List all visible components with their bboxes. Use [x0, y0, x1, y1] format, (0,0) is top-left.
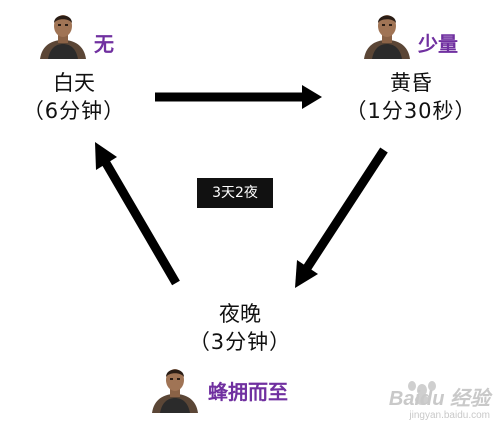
night-duration: （3分钟）: [188, 330, 292, 354]
dusk-node: 黄昏 （1分30秒）: [336, 69, 486, 125]
night-node: 夜晚 （3分钟）: [175, 300, 305, 356]
arrow-down-left-icon: [295, 147, 388, 288]
dusk-duration: （1分30秒）: [345, 99, 477, 123]
night-character-portrait-icon: [150, 365, 200, 413]
watermark-paw-icon: [408, 381, 436, 405]
day-duration: （6分钟）: [22, 99, 126, 123]
day-character-portrait-icon: [38, 11, 88, 59]
watermark: Baidu 经验 jingyan.baidu.com: [389, 388, 490, 422]
arrow-up-left-icon: [95, 142, 180, 286]
dusk-name: 黄昏: [390, 71, 432, 95]
dusk-character-portrait-icon: [362, 11, 412, 59]
dusk-threat-label: 少量: [418, 32, 458, 56]
night-name: 夜晚: [219, 302, 261, 326]
arrow-right-icon: [155, 85, 322, 109]
watermark-brand: Baidu 经验: [388, 388, 490, 410]
watermark-url: jingyan.baidu.com: [409, 410, 490, 421]
day-threat-label: 无: [94, 32, 114, 56]
day-node: 白天 （6分钟）: [14, 69, 134, 125]
cycle-length-label: 3天2夜: [197, 178, 273, 208]
night-threat-label: 蜂拥而至: [208, 380, 288, 404]
day-name: 白天: [53, 71, 95, 95]
